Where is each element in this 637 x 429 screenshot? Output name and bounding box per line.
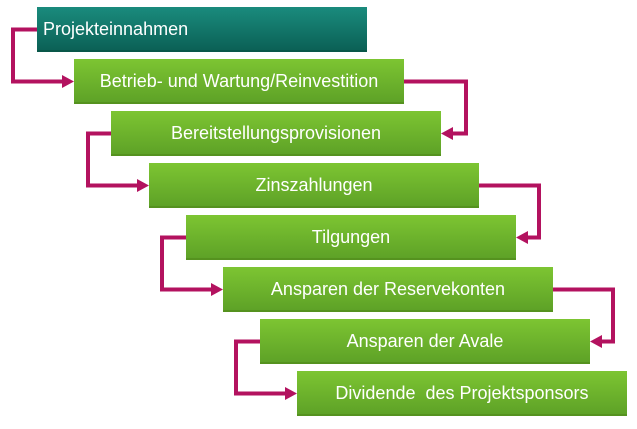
flow-box-bereitstellungsprovisionen: Bereitstellungsprovisionen <box>111 111 441 156</box>
arrowhead-icon <box>590 335 602 348</box>
flow-box-dividende-projektsponsors: Dividende des Projektsponsors <box>297 371 627 416</box>
flow-box-betrieb-und-wartung: Betrieb- und Wartung/Reinvestition <box>74 59 404 104</box>
arrowhead-icon <box>62 75 74 88</box>
arrowhead-icon <box>211 283 223 296</box>
flow-box-ansparen-avale: Ansparen der Avale <box>260 319 590 364</box>
flow-box-tilgungen: Tilgungen <box>186 215 516 260</box>
flow-box-zinszahlungen: Zinszahlungen <box>149 163 479 208</box>
arrowhead-icon <box>285 387 297 400</box>
flow-box-ansparen-reservekonten: Ansparen der Reservekonten <box>223 267 553 312</box>
flow-box-projekteinnahmen: Projekteinnahmen <box>37 7 367 52</box>
arrowhead-icon <box>441 127 453 140</box>
arrowhead-icon <box>137 179 149 192</box>
arrowhead-icon <box>516 231 528 244</box>
